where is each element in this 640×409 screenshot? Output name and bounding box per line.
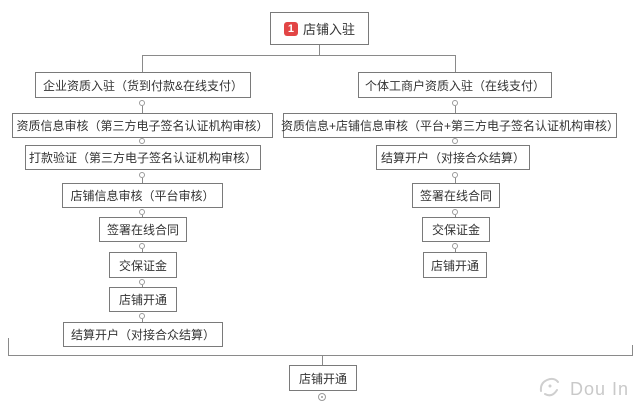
node-shop-entry: 1 店铺入驻 <box>270 12 369 45</box>
node-payment-verification: 打款验证（第三方电子签名认证机构审核） <box>25 145 261 170</box>
connector-line <box>322 355 323 365</box>
node-qualification-shop-info-review: 资质信息+店铺信息审核（平台+第三方电子签名认证机构审核） <box>281 113 619 138</box>
node-pay-deposit-right: 交保证金 <box>422 217 490 242</box>
node-settlement-account-right: 结算开户（对接合众结算） <box>376 145 530 170</box>
connector-dot <box>452 172 458 178</box>
connector-dot <box>452 138 458 144</box>
node-label: 店铺入驻 <box>302 22 355 37</box>
connector-dot <box>139 172 145 178</box>
connector-line <box>142 319 143 322</box>
connector-line <box>142 215 143 217</box>
connector-line <box>142 178 143 183</box>
node-qualification-info-review: 资质信息审核（第三方电子签名认证机构审核） <box>12 113 273 138</box>
connector-line <box>319 45 320 56</box>
doodle-logo-icon <box>538 376 564 403</box>
connector-line <box>8 338 9 355</box>
connector-dot <box>139 100 145 106</box>
watermark: Dou In <box>538 376 629 403</box>
node-shop-opening: 店铺开通 <box>109 287 177 312</box>
connector-line <box>632 345 633 355</box>
node-shop-info-review: 店铺信息审核（平台审核） <box>62 183 223 208</box>
node-sign-online-contract: 签署在线合同 <box>99 217 187 242</box>
node-enterprise-entry: 企业资质入驻（货到付款&在线支付） <box>35 72 251 98</box>
connector-dot <box>452 243 458 249</box>
connector-line <box>142 249 143 252</box>
node-settlement-account: 结算开户（对接合众结算） <box>63 322 223 347</box>
connector-line <box>142 55 456 56</box>
node-individual-entry: 个体工商户资质入驻（在线支付） <box>358 72 552 98</box>
connector-dot <box>139 313 145 319</box>
connector-dot <box>452 209 458 215</box>
node-sign-online-contract-right: 签署在线合同 <box>412 183 500 208</box>
connector-line <box>142 55 143 72</box>
connector-line <box>455 249 456 252</box>
node-shop-opening-right: 店铺开通 <box>423 252 487 278</box>
connector-dot <box>139 138 145 144</box>
connector-dot <box>452 100 458 106</box>
connector-line <box>455 106 456 113</box>
watermark-text: Dou In <box>570 379 630 399</box>
connector-line <box>455 55 456 72</box>
connector-dot <box>139 209 145 215</box>
node-pay-deposit: 交保证金 <box>109 252 177 278</box>
connector-line <box>455 215 456 217</box>
connector-line <box>142 106 143 113</box>
connector-line <box>142 285 143 287</box>
node-shop-opening-final: 店铺开通 <box>289 365 357 391</box>
connector-dot <box>139 279 145 285</box>
connector-dot <box>139 243 145 249</box>
connector-line <box>455 178 456 183</box>
connector-line <box>8 355 633 356</box>
connector-endpoint-dot <box>318 393 326 401</box>
step-number-badge: 1 <box>283 21 298 36</box>
